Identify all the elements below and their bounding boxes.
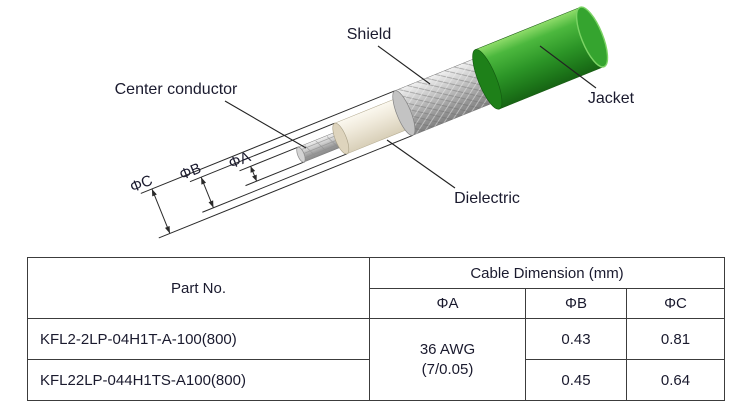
- dielectric-label: Dielectric: [454, 190, 520, 207]
- phi-a-column-header: ΦA: [369, 288, 526, 319]
- cable-diagram: ΦA ΦB ΦC: [115, 6, 635, 239]
- part-no-cell-2: KFL22LP-044H1TS-A100(800): [27, 359, 370, 401]
- phi-c-value-1: 0.81: [626, 318, 725, 360]
- cable-dimension-header: Cable Dimension (mm): [369, 257, 725, 289]
- dim-label-phi-b: ΦB: [177, 160, 204, 184]
- phi-b-column-header: ΦB: [525, 288, 627, 319]
- spec-table: Part No. Cable Dimension (mm) ΦA ΦB ΦC K…: [27, 257, 725, 401]
- jacket-graphic: [472, 6, 609, 110]
- table-row: KFL2-2LP-04H1T-A-100(800) 36 AWG (7/0.05…: [27, 318, 725, 401]
- phi-c-value-2: 0.64: [626, 359, 725, 401]
- jacket-label: Jacket: [588, 90, 635, 107]
- part-no-cell-1: KFL2-2LP-04H1T-A-100(800): [27, 318, 370, 360]
- phi-a-value: 36 AWG (7/0.05): [369, 318, 526, 401]
- phi-b-value-2: 0.45: [525, 359, 627, 401]
- leader-lines: [224, 45, 597, 189]
- phi-c-column-header: ΦC: [626, 288, 725, 319]
- dimension-extension-lines: [140, 90, 414, 239]
- dim-label-phi-c: ΦC: [128, 172, 156, 196]
- dim-label-phi-a: ΦA: [226, 149, 253, 173]
- phi-b-value-1: 0.43: [525, 318, 627, 360]
- dimension-arrows: [151, 166, 258, 234]
- table-row: KFL22LP-044H1TS-A100(800) 0.45 0.64: [27, 359, 725, 401]
- part-no-header: Part No.: [27, 257, 370, 319]
- center-conductor-label: Center conductor: [115, 81, 238, 98]
- shield-label: Shield: [347, 26, 391, 43]
